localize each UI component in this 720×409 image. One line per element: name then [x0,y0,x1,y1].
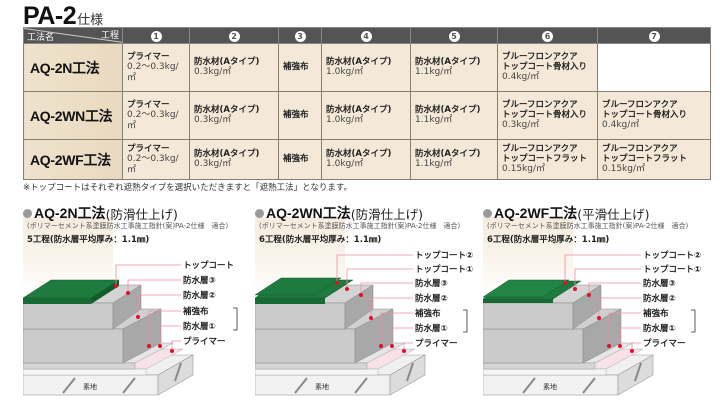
diagram-aq-2wn: AQ-2WN工法 (防滑仕上げ) (ポリマーセメント系塗膜防水工事施工指針(案)… [255,203,485,409]
svg-text:補強布: 補強布 [182,306,209,317]
step-cell: 防水材(Aタイプ)1.1kg/㎡ [410,43,498,92]
step-cell: 防水材(Aタイプ)0.3kg/㎡ [189,139,279,180]
layer-cross-section: 素地 トップコート② トップコート① 防水層③ [255,250,473,396]
svg-text:トップコート①: トップコート① [415,264,473,275]
step-header-7: 7 [597,27,711,44]
svg-text:防水層③: 防水層③ [415,278,448,289]
diagram-subtitle: (ポリマーセメント系塗膜防水工事施工指針(案)PA-2仕様 適合) [487,222,689,230]
step-header-3: 3 [278,27,322,44]
svg-text:トップコート②: トップコート② [643,250,701,261]
step-cell: 補強布 [278,139,322,180]
spec-code: PA-2 [23,2,77,30]
step-header-6: 6 [497,27,598,44]
svg-text:防水層②: 防水層② [643,293,676,304]
layer-cross-section: 素地 トップコート 防水層③ [23,260,238,396]
method-name: AQ-2WF工法 [23,139,123,180]
diagram-title: AQ-2WN工法 (防滑仕上げ) [255,203,423,223]
page-title: PA-2 仕様 [23,2,103,31]
step-cell: 補強布 [278,43,322,92]
diagram-aq-2wf: AQ-2WF工法 (平滑仕上げ) (ポリマーセメント系塗膜防水工事施工指針(案)… [483,203,713,409]
step-header-1: 1 [122,27,190,44]
bullet-icon [23,208,32,218]
svg-text:プライマー: プライマー [643,338,686,349]
layer-cross-section: 素地 トップコート② トップコート① 防水層③ 防水層② [483,250,701,396]
diagram-background [23,217,113,292]
diagram-aq-2n: AQ-2N工法 (防滑仕上げ) (ポリマーセメント系塗膜防水工事施工指針(案)P… [23,203,253,409]
step-cell: 防水材(Aタイプ)1.0kg/㎡ [321,43,411,92]
svg-text:防水層①: 防水層① [183,321,216,332]
diagram-steps: 5工程(防水層平均厚み：1.1㎜) [27,235,150,245]
svg-text:防水層③: 防水層③ [643,278,676,289]
step-cell: 補強布 [278,91,322,140]
svg-text:素地: 素地 [543,382,557,391]
step-header-2: 2 [189,27,279,44]
svg-text:プライマー: プライマー [415,338,458,349]
svg-text:素地: 素地 [315,382,329,391]
diagram-background [483,217,573,292]
svg-text:防水層②: 防水層② [415,293,448,304]
diagram-steps: 6工程(防水層平均厚み：1.1㎜) [259,235,382,245]
bullet-icon [483,208,492,218]
bullet-icon [255,208,264,218]
svg-text:防水層①: 防水層① [415,323,448,334]
method-name: AQ-2WN工法 [23,91,123,140]
step-cell: 防水材(Aタイプ)0.3kg/㎡ [189,43,279,92]
svg-text:防水層①: 防水層① [643,323,676,334]
step-cell: 防水材(Aタイプ)1.0kg/㎡ [321,139,411,180]
svg-text:トップコート①: トップコート① [643,264,701,275]
step-header-4: 4 [321,27,411,44]
step-cell: 防水材(Aタイプ)1.0kg/㎡ [321,91,411,140]
svg-text:防水層③: 防水層③ [183,275,216,286]
footnote: ※トップコートはそれぞれ遮熱タイプを選択いただきますと「遮熱工法」となります。 [23,183,353,193]
diagram-subtitle: (ポリマーセメント系塗膜防水工事施工指針(案)PA-2仕様 適合) [259,222,461,230]
step-cell: 防水材(Aタイプ)1.1kg/㎡ [410,91,498,140]
diagram-subtitle: (ポリマーセメント系塗膜防水工事施工指針(案)PA-2仕様 適合) [27,222,229,230]
svg-text:補強布: 補強布 [414,308,441,319]
svg-text:補強布: 補強布 [642,308,669,319]
table-header-row: 工程 工法名 1 2 3 4 5 6 7 [23,27,711,44]
diagram-title: AQ-2N工法 (防滑仕上げ) [23,203,178,223]
svg-text:素地: 素地 [83,382,97,391]
method-header-label: 工法名 [27,33,55,43]
empty-cell [597,43,711,92]
step-cell: 防水材(Aタイプ)1.1kg/㎡ [410,139,498,180]
svg-text:プライマー: プライマー [183,336,226,347]
method-name: AQ-2N工法 [23,43,123,92]
table-corner-header: 工程 工法名 [23,27,123,44]
diagram-steps: 6工程(防水層平均厚み：1.1㎜) [487,235,610,245]
step-header-5: 5 [410,27,498,44]
svg-text:防水層②: 防水層② [183,290,216,301]
step-cell: 防水材(Aタイプ)0.3kg/㎡ [189,91,279,140]
spec-suffix: 仕様 [77,13,104,28]
step-header-label: 工程 [100,31,119,41]
diagram-title: AQ-2WF工法 (平滑仕上げ) [483,203,649,223]
svg-text:トップコート: トップコート [183,260,234,271]
svg-text:トップコート②: トップコート② [415,250,473,261]
